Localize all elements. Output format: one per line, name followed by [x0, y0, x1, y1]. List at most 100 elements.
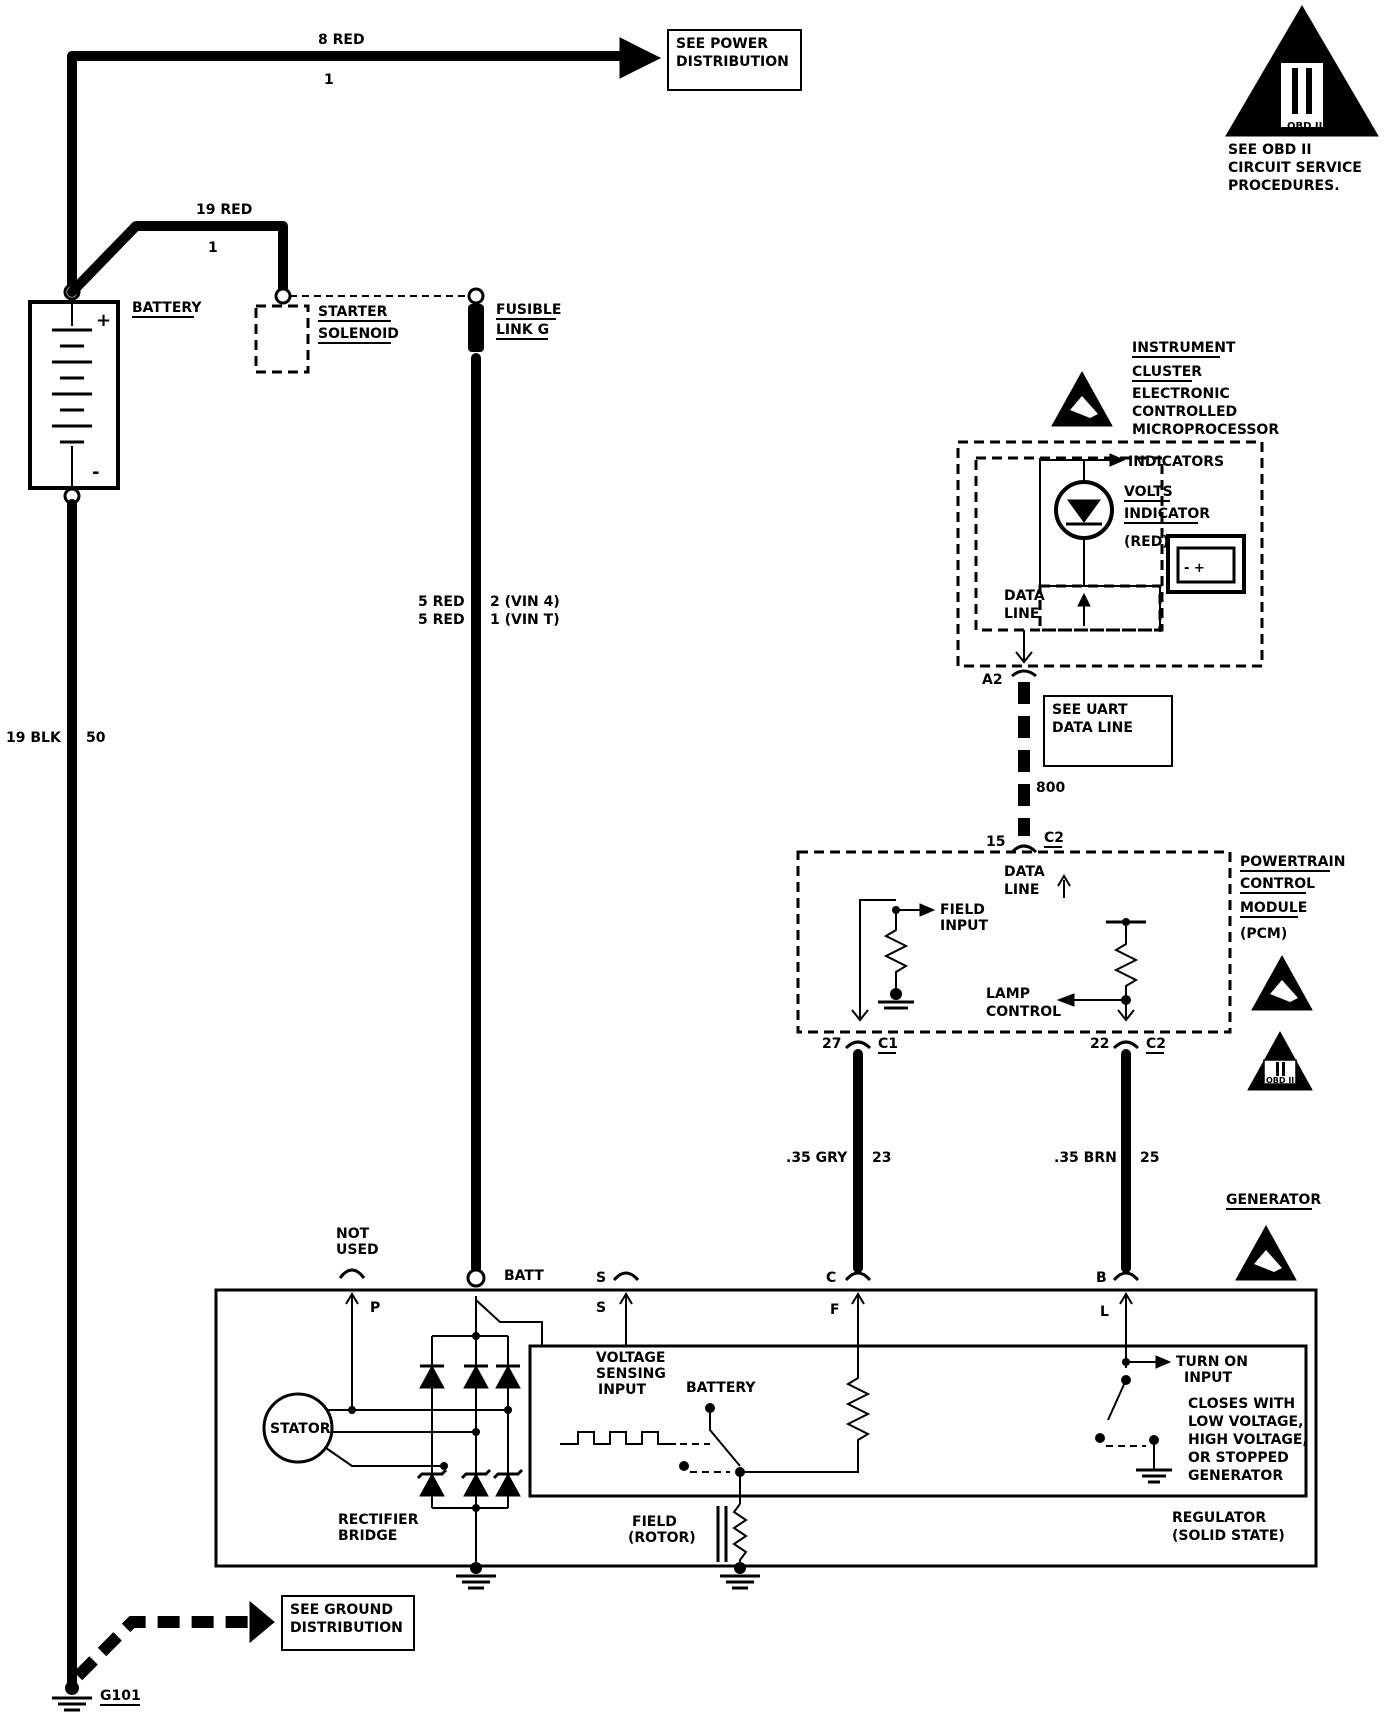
svg-text:BRIDGE: BRIDGE	[338, 1528, 397, 1544]
svg-text:1: 1	[208, 240, 218, 256]
svg-text:GENERATOR: GENERATOR	[1188, 1468, 1283, 1484]
powertrain-control-module: DATA LINE FIELD INPUT LAMP CONTROL	[796, 850, 1232, 1034]
svg-text:1 (VIN T): 1 (VIN T)	[490, 612, 560, 628]
svg-text:23: 23	[872, 1150, 891, 1166]
svg-text:CONTROLLED: CONTROLLED	[1132, 404, 1237, 420]
connector-a2: A2	[982, 669, 1037, 688]
svg-text:SEE POWER: SEE POWER	[676, 36, 768, 52]
svg-text:F: F	[830, 1302, 840, 1318]
svg-text:G101: G101	[100, 1688, 141, 1704]
svg-text:L: L	[1100, 1304, 1109, 1320]
svg-text:INPUT: INPUT	[1184, 1370, 1233, 1386]
svg-text:50: 50	[86, 730, 106, 746]
obd-ii-symbol: OBD II	[1225, 5, 1379, 137]
svg-text:SEE OBD II: SEE OBD II	[1228, 142, 1312, 158]
svg-text:SEE GROUND: SEE GROUND	[290, 1602, 393, 1618]
starter-feed-wire: 19 RED 1	[67, 202, 288, 297]
svg-text:LINK G: LINK G	[496, 322, 549, 338]
svg-text:CLOSES WITH: CLOSES WITH	[1188, 1396, 1295, 1412]
battery-label: BATTERY	[132, 300, 202, 316]
lamp-wire: .35 BRN 25	[1054, 1049, 1159, 1273]
svg-text:MICROPROCESSOR: MICROPROCESSOR	[1132, 422, 1279, 438]
svg-text:(PCM): (PCM)	[1240, 926, 1287, 942]
svg-text:MODULE: MODULE	[1240, 900, 1307, 916]
svg-text:TURN ON: TURN ON	[1176, 1354, 1248, 1370]
svg-text:.35 BRN: .35 BRN	[1054, 1150, 1117, 1166]
svg-text:C: C	[826, 1270, 836, 1286]
fusible-link-g: FUSIBLE LINK G	[467, 287, 561, 352]
svg-text:CLUSTER: CLUSTER	[1132, 364, 1202, 380]
wire-top-gauge: 8 RED	[318, 32, 365, 48]
connector-c1: 27 C1	[822, 1036, 898, 1054]
field-wire: .35 GRY 23	[786, 1049, 891, 1273]
generator-label: GENERATOR	[1226, 1192, 1321, 1210]
svg-text:LINE: LINE	[1004, 882, 1039, 898]
svg-text:(SOLID STATE): (SOLID STATE)	[1172, 1528, 1285, 1544]
svg-text:19 BLK: 19 BLK	[6, 730, 62, 746]
svg-text:INDICATOR: INDICATOR	[1124, 506, 1210, 522]
svg-text:INPUT: INPUT	[940, 918, 989, 934]
connector-c2-bottom: 22 C2	[1090, 1036, 1166, 1054]
batt-feed-wire: 5 RED 2 (VIN 4) 5 RED 1 (VIN T)	[418, 353, 560, 1273]
starter-solenoid: STARTER SOLENOID	[254, 287, 470, 374]
svg-text:NOT: NOT	[336, 1226, 370, 1242]
svg-text:INSTRUMENT: INSTRUMENT	[1132, 340, 1236, 356]
svg-text:(RED): (RED)	[1124, 534, 1169, 550]
power-distribution-ref[interactable]: SEE POWER DISTRIBUTION	[667, 29, 802, 91]
svg-text:2 (VIN 4): 2 (VIN 4)	[490, 594, 560, 610]
svg-text:800: 800	[1036, 780, 1065, 796]
battery: + - BATTERY	[28, 283, 202, 505]
svg-text:INPUT: INPUT	[598, 1382, 647, 1398]
svg-text:22: 22	[1090, 1036, 1109, 1052]
svg-text:STATOR: STATOR	[270, 1421, 331, 1437]
svg-text:GENERATOR: GENERATOR	[1226, 1192, 1321, 1208]
svg-text:POWERTRAIN: POWERTRAIN	[1240, 854, 1345, 870]
svg-text:DATA LINE: DATA LINE	[1052, 720, 1133, 736]
esd-symbol-generator	[1235, 1224, 1297, 1281]
svg-text:P: P	[370, 1300, 380, 1316]
esd-symbol-cluster	[1051, 370, 1113, 427]
esd-symbol-pcm	[1251, 954, 1313, 1011]
svg-text:ELECTRONIC: ELECTRONIC	[1132, 386, 1230, 402]
uart-data-line-ref[interactable]: SEE UART DATA LINE	[1043, 695, 1173, 767]
svg-text:STARTER: STARTER	[318, 304, 388, 320]
instrument-cluster-label: INSTRUMENT CLUSTER ELECTRONIC CONTROLLED…	[1132, 340, 1279, 438]
svg-text:C1: C1	[878, 1036, 898, 1052]
svg-text:FUSIBLE: FUSIBLE	[496, 302, 561, 318]
svg-text:19 RED: 19 RED	[196, 202, 252, 218]
svg-text:CONTROL: CONTROL	[1240, 876, 1315, 892]
svg-text:OBD II: OBD II	[1287, 121, 1322, 132]
svg-text:VOLTAGE: VOLTAGE	[596, 1350, 665, 1366]
svg-text:S: S	[596, 1270, 606, 1286]
svg-text:FIELD: FIELD	[632, 1514, 677, 1530]
svg-text:C2: C2	[1146, 1036, 1166, 1052]
ground-distribution-link	[73, 1600, 275, 1681]
obd-note: SEE OBD II CIRCUIT SERVICE PROCEDURES.	[1228, 142, 1362, 194]
pcm-label: POWERTRAIN CONTROL MODULE (PCM)	[1240, 854, 1345, 942]
connector-c2-top: 15 C2	[986, 830, 1064, 854]
svg-text:B: B	[1096, 1270, 1107, 1286]
ground-g101: G101	[52, 1681, 141, 1712]
svg-text:SEE UART: SEE UART	[1052, 702, 1128, 718]
power-feed-wire: 8 RED 1	[67, 32, 662, 297]
svg-text:USED: USED	[336, 1242, 379, 1258]
wire-top-circuit: 1	[324, 72, 334, 88]
svg-text:C2: C2	[1044, 830, 1064, 846]
svg-text:.35 GRY: .35 GRY	[786, 1150, 848, 1166]
svg-text:SENSING: SENSING	[596, 1366, 666, 1382]
battery-plus: +	[96, 310, 111, 331]
svg-text:REGULATOR: REGULATOR	[1172, 1510, 1266, 1526]
svg-text:DATA: DATA	[1004, 864, 1045, 880]
svg-text:CIRCUIT SERVICE: CIRCUIT SERVICE	[1228, 160, 1362, 176]
ground-distribution-ref[interactable]: SEE GROUND DISTRIBUTION	[281, 1595, 415, 1651]
svg-text:BATTERY: BATTERY	[686, 1380, 756, 1396]
svg-text:VOLTS: VOLTS	[1124, 484, 1173, 500]
svg-text:25: 25	[1140, 1150, 1159, 1166]
svg-text:OBD II: OBD II	[1266, 1076, 1294, 1085]
svg-text:- +: - +	[1184, 561, 1205, 576]
svg-text:A2: A2	[982, 672, 1003, 688]
svg-text:S: S	[596, 1300, 606, 1316]
svg-text:RECTIFIER: RECTIFIER	[338, 1512, 419, 1528]
instrument-cluster: INDICATORS VOLTS INDICATOR (RED) - + DAT…	[956, 440, 1264, 668]
